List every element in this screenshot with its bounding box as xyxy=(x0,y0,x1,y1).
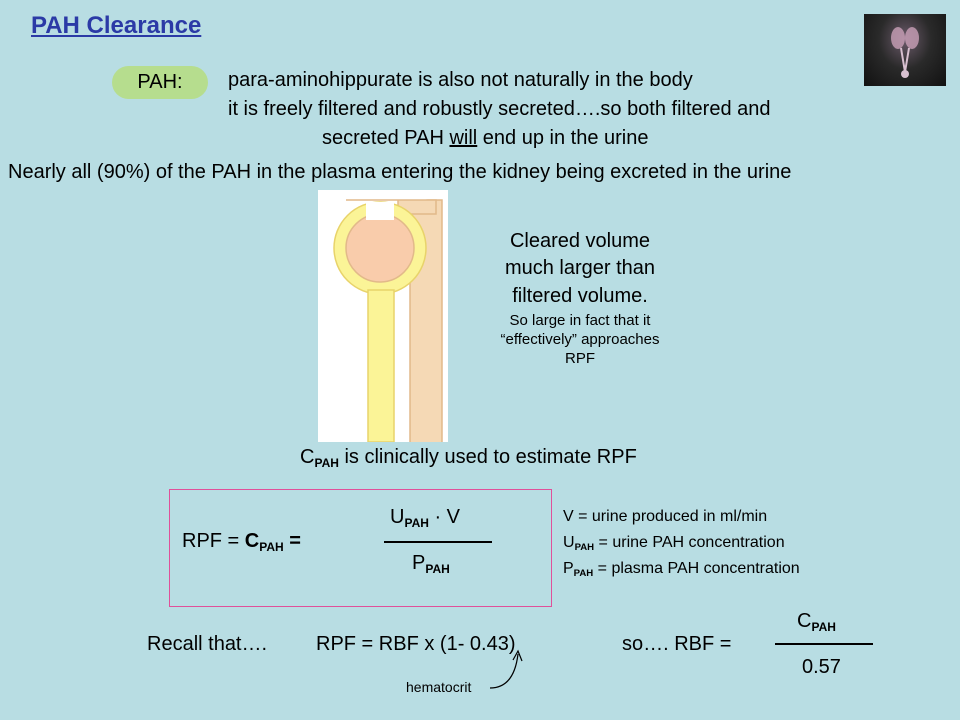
recall-text: Recall that…. xyxy=(147,633,268,655)
rbf-c-symbol: C xyxy=(797,610,812,632)
legend-u-text: = urine PAH concentration xyxy=(594,534,785,551)
pah-label-badge: PAH: xyxy=(112,66,208,99)
formula-denominator: PPAH xyxy=(412,552,450,577)
legend-p-symbol: P xyxy=(563,560,574,577)
note-line3: filtered volume. xyxy=(512,285,648,307)
line3-part-a: secreted PAH xyxy=(322,127,450,149)
cpah-bold: C xyxy=(244,530,260,552)
rbf-c-subscript: PAH xyxy=(811,620,836,635)
legend-p-subscript: PAH xyxy=(573,568,594,580)
formula-numerator: UPAH · V xyxy=(390,506,461,531)
rbf-fraction-line xyxy=(775,643,873,645)
line3-part-c: end up in the urine xyxy=(477,127,649,149)
nephron-diagram xyxy=(318,190,448,443)
legend-p: PPAH = plasma PAH concentration xyxy=(563,560,800,580)
pah-excretion-statement: Nearly all (90%) of the PAH in the plasm… xyxy=(8,161,792,183)
p-symbol: P xyxy=(412,552,426,574)
legend-u-symbol: U xyxy=(563,534,575,551)
u-subscript: PAH xyxy=(404,516,429,531)
u-symbol: U xyxy=(390,506,405,528)
cpah-symbol: C xyxy=(300,446,315,468)
pah-description-line3: secreted PAH will end up in the urine xyxy=(322,127,649,150)
line3-underlined-word: will xyxy=(449,127,478,149)
rpf-formula-box xyxy=(169,489,552,607)
dot-v: · V xyxy=(428,506,461,528)
cleared-volume-note: Cleared volume much larger than filtered… xyxy=(462,228,698,368)
page-title: PAH Clearance xyxy=(31,12,202,39)
cpah-clinical-statement: CPAH is clinically used to estimate RPF xyxy=(300,446,637,471)
equals-sign: = xyxy=(283,530,301,552)
rpf-eq-text: RPF = xyxy=(182,530,245,552)
hematocrit-arrow-icon xyxy=(489,649,523,689)
nephron-illustration xyxy=(333,199,443,443)
cpah-text: is clinically used to estimate RPF xyxy=(338,446,637,468)
legend-p-text: = plasma PAH concentration xyxy=(593,560,800,577)
note-line4: So large in fact that it xyxy=(509,312,651,329)
formula-fraction-line xyxy=(384,541,492,543)
rbf-denominator: 0.57 xyxy=(802,656,841,678)
so-rbf-text: so…. RBF = xyxy=(622,633,732,655)
rpf-formula-lhs: RPF = CPAH = xyxy=(182,530,301,555)
note-line5: “effectively” approaches xyxy=(500,331,660,348)
note-line1: Cleared volume xyxy=(509,230,651,252)
note-line6: RPF xyxy=(565,350,595,367)
legend-u-subscript: PAH xyxy=(574,542,595,554)
note-line2: much larger than xyxy=(504,257,656,279)
cpah-subscript-formula: PAH xyxy=(259,540,284,555)
rpf-rbf-equation: RPF = RBF x (1- 0.43) xyxy=(316,633,516,655)
pah-description-line2: it is freely filtered and robustly secre… xyxy=(228,98,771,120)
kidney-logo-icon xyxy=(891,27,919,78)
logo-image xyxy=(864,14,946,86)
p-subscript: PAH xyxy=(425,562,450,577)
legend-u: UPAH = urine PAH concentration xyxy=(563,534,785,554)
rbf-numerator: CPAH xyxy=(797,610,836,635)
cpah-subscript: PAH xyxy=(314,456,339,471)
pah-description-line1: para-aminohippurate is also not naturall… xyxy=(228,69,693,91)
legend-v: V = urine produced in ml/min xyxy=(563,508,768,525)
hematocrit-label: hematocrit xyxy=(406,679,472,695)
